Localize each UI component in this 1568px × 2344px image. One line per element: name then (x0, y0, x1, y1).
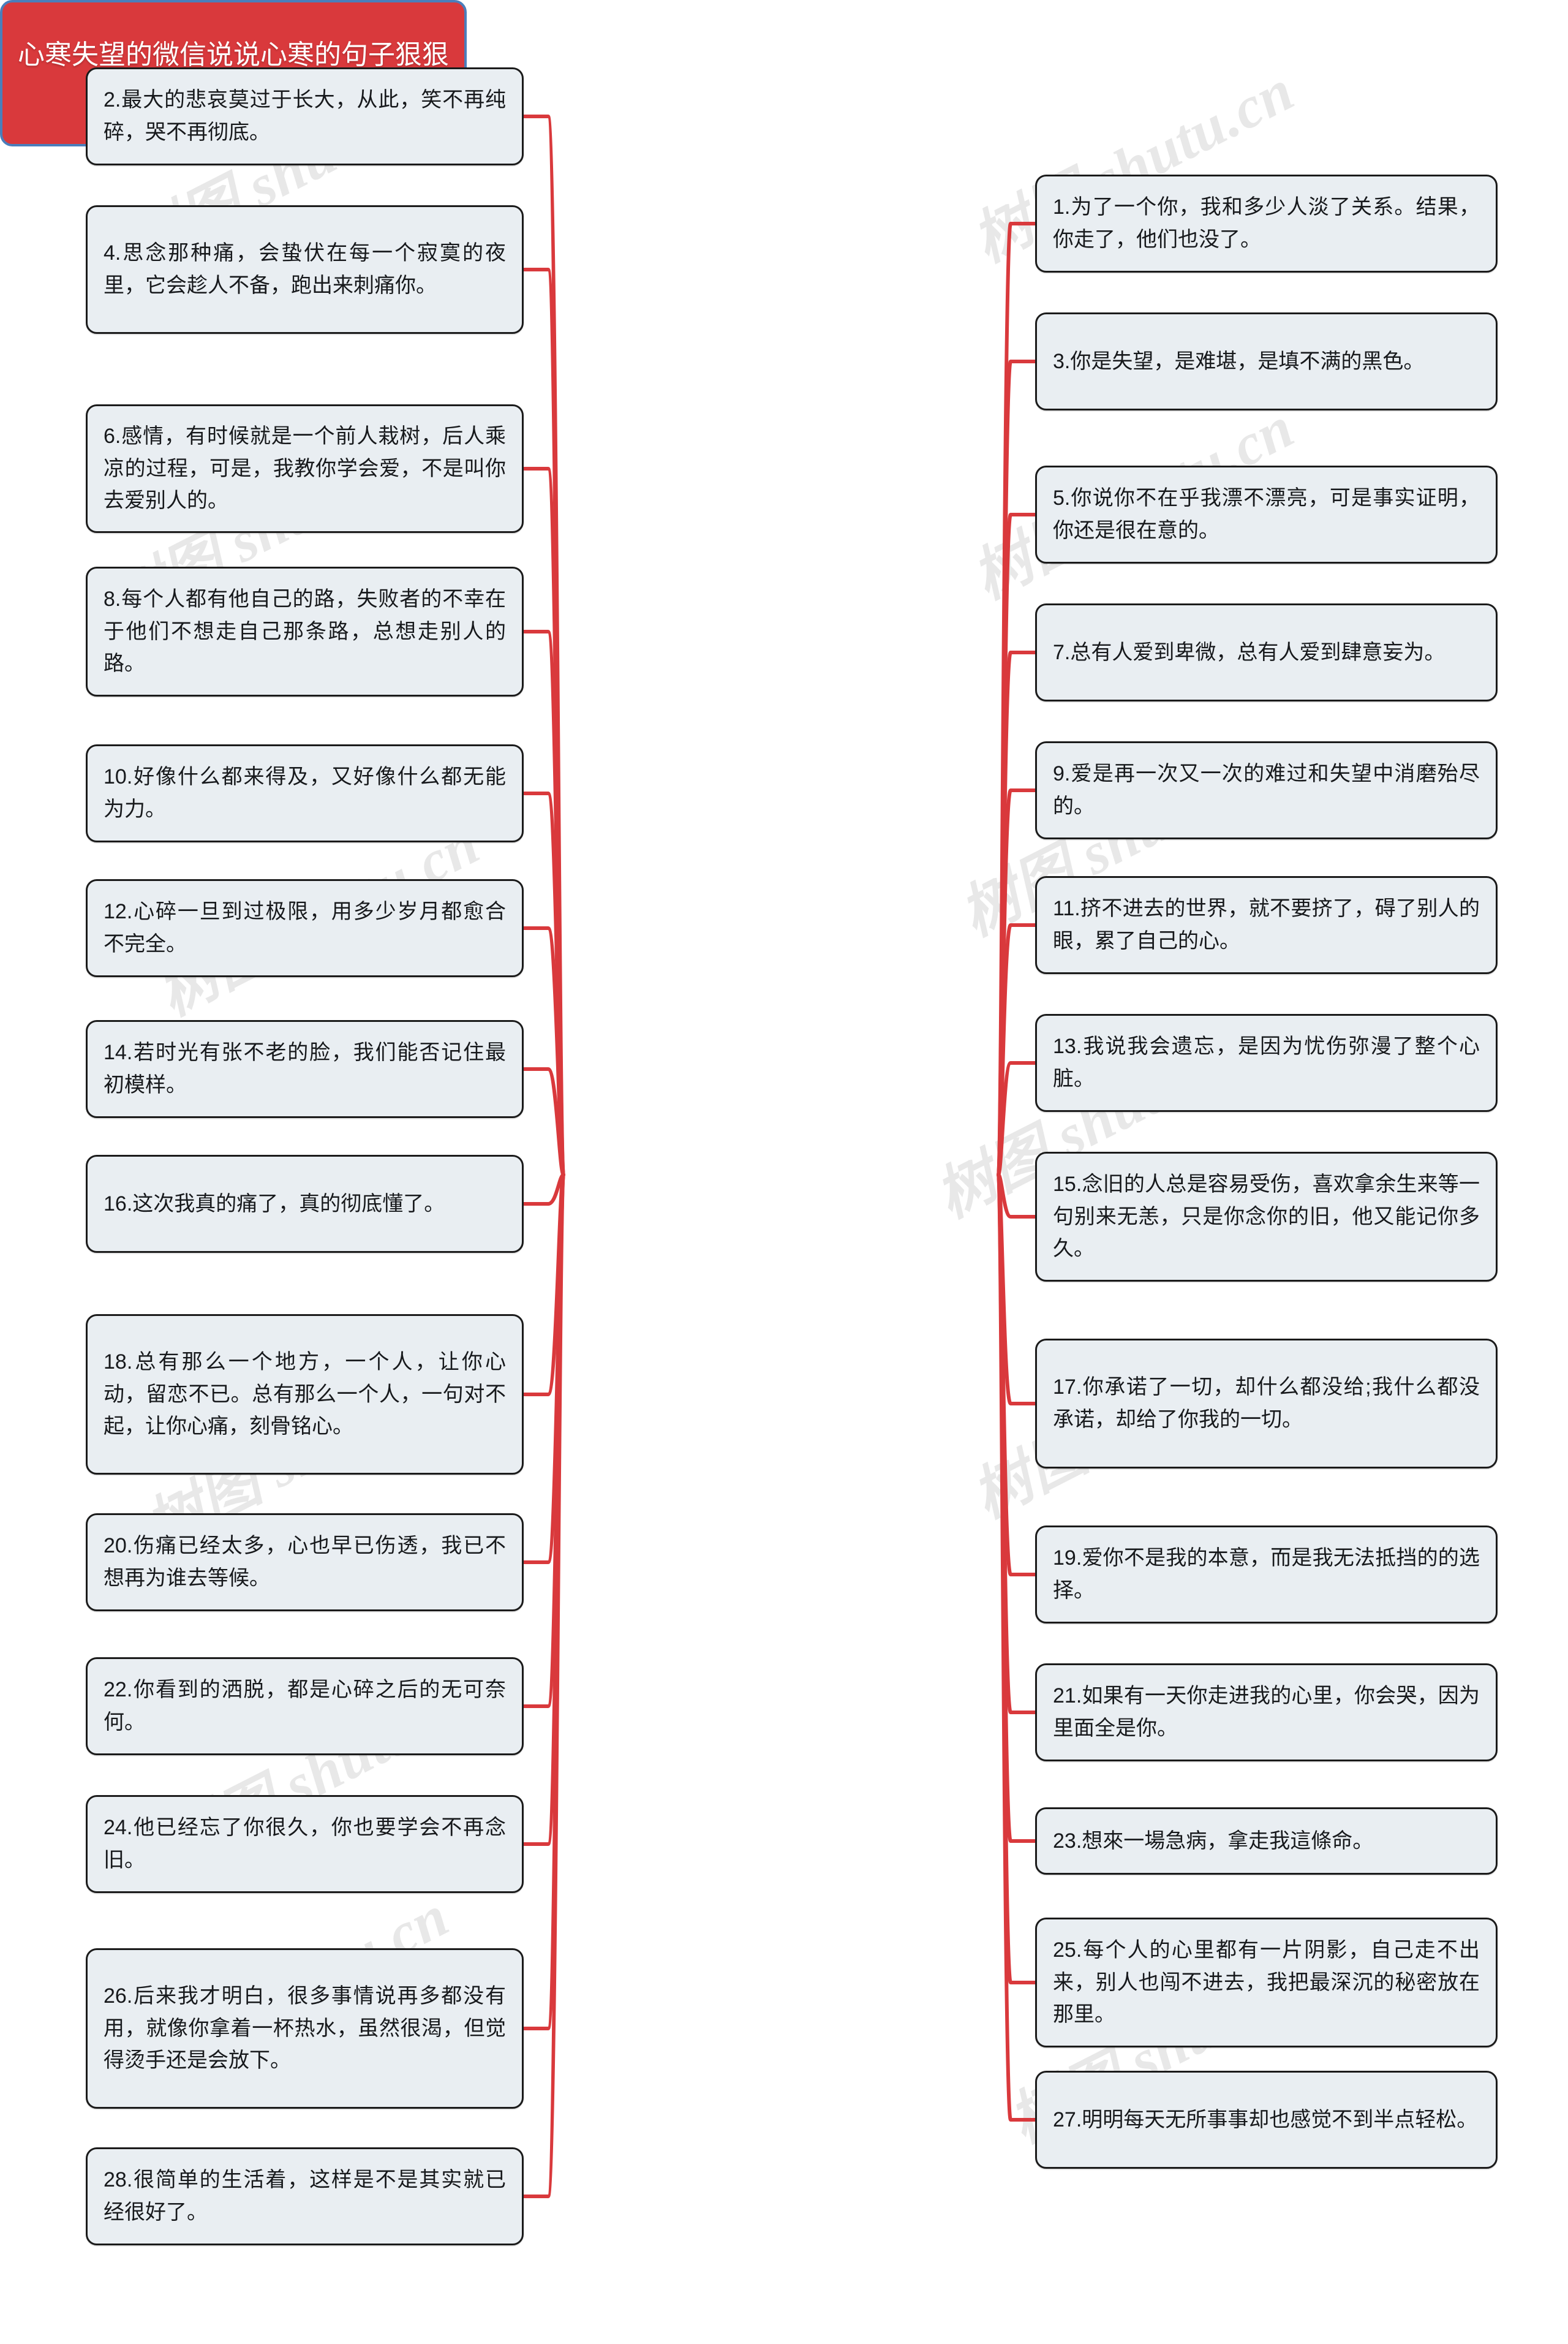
branch-node-left-8[interactable]: 16.这次我真的痛了，真的彻底懂了。 (86, 1155, 524, 1253)
connector-left-2 (522, 268, 565, 1177)
branch-node-label: 21.如果有一天你走进我的心里，你会哭，因为里面全是你。 (1053, 1684, 1480, 1740)
branch-node-left-3[interactable]: 6.感情，有时候就是一个前人栽树，后人乘凉的过程，可是，我教你学会爱，不是叫你去… (86, 404, 524, 533)
connector-left-7 (522, 1067, 565, 1177)
connector-left-5 (522, 792, 565, 1177)
branch-node-right-14[interactable]: 27.明明每天无所事事却也感觉不到半点轻松。 (1035, 2071, 1498, 2169)
branch-node-label: 4.思念那种痛，会蛰伏在每一个寂寞的夜里，它会趁人不备，跑出来刺痛你。 (104, 241, 506, 297)
branch-node-right-6[interactable]: 11.挤不进去的世界，就不要挤了，碍了别人的眼，累了自己的心。 (1035, 876, 1498, 974)
branch-node-label: 26.后来我才明白，很多事情说再多都没有用，就像你拿着一杯热水，虽然很渴，但觉得… (104, 1984, 506, 2073)
branch-node-label: 1.为了一个你，我和多少人淡了关系。结果，你走了，他们也没了。 (1053, 195, 1480, 251)
connector-left-14 (522, 1173, 565, 2198)
branch-node-left-7[interactable]: 14.若时光有张不老的脸，我们能否记住最初模样。 (86, 1020, 524, 1118)
branch-node-label: 7.总有人爱到卑微，总有人爱到肆意妄为。 (1053, 640, 1446, 664)
connector-right-5 (997, 788, 1037, 1177)
branch-node-right-4[interactable]: 7.总有人爱到卑微，总有人爱到肆意妄为。 (1035, 603, 1498, 701)
connector-right-8 (997, 1173, 1037, 1219)
branch-node-right-3[interactable]: 5.你说你不在乎我漂不漂亮，可是事实证明，你还是很在意的。 (1035, 466, 1498, 564)
connector-right-12 (997, 1173, 1037, 1843)
connector-right-11 (997, 1173, 1037, 1714)
branch-node-label: 27.明明每天无所事事却也感觉不到半点轻松。 (1053, 2108, 1478, 2131)
connector-right-9 (997, 1173, 1037, 1405)
branch-node-label: 12.心碎一旦到过极限，用多少岁月都愈合不完全。 (104, 900, 506, 956)
connector-right-14 (997, 1173, 1037, 2122)
connector-right-7 (997, 1061, 1037, 1177)
branch-node-left-9[interactable]: 18.总有那么一个地方，一个人，让你心动，留恋不已。总有那么一个人，一句对不起，… (86, 1314, 524, 1475)
branch-node-label: 9.爱是再一次又一次的难过和失望中消磨殆尽的。 (1053, 762, 1480, 818)
connector-right-10 (997, 1173, 1037, 1576)
branch-node-left-10[interactable]: 20.伤痛已经太多，心也早已伤透，我已不想再为谁去等候。 (86, 1513, 524, 1611)
branch-node-label: 2.最大的悲哀莫过于长大，从此，笑不再纯碎，哭不再彻底。 (104, 88, 506, 144)
branch-node-label: 19.爱你不是我的本意，而是我无法抵挡的的选择。 (1053, 1546, 1480, 1602)
branch-node-right-13[interactable]: 25.每个人的心里都有一片阴影，自己走不出来，别人也闯不进去，我把最深沉的秘密放… (1035, 1918, 1498, 2047)
branch-node-right-1[interactable]: 1.为了一个你，我和多少人淡了关系。结果，你走了，他们也没了。 (1035, 175, 1498, 273)
connector-left-11 (522, 1173, 565, 1708)
connector-left-13 (522, 1173, 565, 2030)
connector-left-8 (522, 1173, 565, 1206)
connector-right-4 (997, 651, 1037, 1177)
connector-left-9 (522, 1173, 565, 1396)
branch-node-left-1[interactable]: 2.最大的悲哀莫过于长大，从此，笑不再纯碎，哭不再彻底。 (86, 67, 524, 165)
branch-node-right-2[interactable]: 3.你是失望，是难堪，是填不满的黑色。 (1035, 312, 1498, 410)
nodes-layer: 心寒失望的微信说说心寒的句子狠狠刺入心脏 2.最大的悲哀莫过于长大，从此，笑不再… (0, 0, 1568, 2245)
branch-node-label: 16.这次我真的痛了，真的彻底懂了。 (104, 1192, 445, 1215)
branch-node-label: 24.他已经忘了你很久，你也要学会不再念旧。 (104, 1816, 506, 1872)
branch-node-left-14[interactable]: 28.很简单的生活着，这样是不是其实就已经很好了。 (86, 2147, 524, 2245)
connector-right-6 (997, 923, 1037, 1177)
branch-node-left-4[interactable]: 8.每个人都有他自己的路，失败者的不幸在于他们不想走自己那条路，总想走别人的路。 (86, 567, 524, 697)
branch-node-label: 25.每个人的心里都有一片阴影，自己走不出来，别人也闯不进去，我把最深沉的秘密放… (1053, 1938, 1480, 2027)
branch-node-right-9[interactable]: 17.你承诺了一切，却什么都没给;我什么都没承诺，却给了你我的一切。 (1035, 1339, 1498, 1469)
connector-left-12 (522, 1173, 565, 1846)
branch-node-label: 10.好像什么都来得及，又好像什么都无能为力。 (104, 765, 506, 821)
branch-node-left-12[interactable]: 24.他已经忘了你很久，你也要学会不再念旧。 (86, 1795, 524, 1893)
branch-node-left-5[interactable]: 10.好像什么都来得及，又好像什么都无能为力。 (86, 744, 524, 842)
connector-left-1 (522, 115, 565, 1177)
branch-node-label: 6.感情，有时候就是一个前人栽树，后人乘凉的过程，可是，我教你学会爱，不是叫你去… (104, 424, 506, 513)
branch-node-label: 8.每个人都有他自己的路，失败者的不幸在于他们不想走自己那条路，总想走别人的路。 (104, 587, 506, 676)
branch-node-right-12[interactable]: 23.想來一場急病，拿走我這條命。 (1035, 1807, 1498, 1875)
branch-node-label: 22.你看到的洒脱，都是心碎之后的无可奈何。 (104, 1678, 506, 1734)
branch-node-label: 18.总有那么一个地方，一个人，让你心动，留恋不已。总有那么一个人，一句对不起，… (104, 1350, 506, 1439)
branch-node-right-10[interactable]: 19.爱你不是我的本意，而是我无法抵挡的的选择。 (1035, 1525, 1498, 1624)
branch-node-right-5[interactable]: 9.爱是再一次又一次的难过和失望中消磨殆尽的。 (1035, 741, 1498, 839)
branch-node-left-6[interactable]: 12.心碎一旦到过极限，用多少岁月都愈合不完全。 (86, 879, 524, 977)
connector-right-1 (997, 222, 1037, 1177)
branch-node-label: 14.若时光有张不老的脸，我们能否记住最初模样。 (104, 1041, 506, 1097)
branch-node-label: 17.你承诺了一切，却什么都没给;我什么都没承诺，却给了你我的一切。 (1053, 1375, 1480, 1431)
connector-left-6 (522, 926, 565, 1177)
branch-node-label: 13.我说我会遗忘，是因为忧伤弥漫了整个心脏。 (1053, 1035, 1480, 1091)
branch-node-label: 15.念旧的人总是容易受伤，喜欢拿余生来等一句别来无恙，只是你念你的旧，他又能记… (1053, 1172, 1480, 1261)
branch-node-left-2[interactable]: 4.思念那种痛，会蛰伏在每一个寂寞的夜里，它会趁人不备，跑出来刺痛你。 (86, 205, 524, 334)
connector-right-13 (997, 1173, 1037, 1984)
connector-left-3 (522, 467, 565, 1177)
branch-node-right-7[interactable]: 13.我说我会遗忘，是因为忧伤弥漫了整个心脏。 (1035, 1014, 1498, 1112)
branch-node-label: 11.挤不进去的世界，就不要挤了，碍了别人的眼，累了自己的心。 (1053, 897, 1480, 953)
branch-node-left-13[interactable]: 26.后来我才明白，很多事情说再多都没有用，就像你拿着一杯热水，虽然很渴，但觉得… (86, 1948, 524, 2109)
branch-node-label: 5.你说你不在乎我漂不漂亮，可是事实证明，你还是很在意的。 (1053, 486, 1480, 542)
connector-right-2 (997, 360, 1037, 1177)
branch-node-label: 28.很简单的生活着，这样是不是其实就已经很好了。 (104, 2168, 506, 2224)
connector-right-3 (997, 513, 1037, 1177)
branch-node-right-8[interactable]: 15.念旧的人总是容易受伤，喜欢拿余生来等一句别来无恙，只是你念你的旧，他又能记… (1035, 1152, 1498, 1282)
branch-node-label: 20.伤痛已经太多，心也早已伤透，我已不想再为谁去等候。 (104, 1534, 506, 1590)
connector-left-10 (522, 1173, 565, 1564)
branch-node-label: 23.想來一場急病，拿走我這條命。 (1053, 1829, 1374, 1853)
branch-node-right-11[interactable]: 21.如果有一天你走进我的心里，你会哭，因为里面全是你。 (1035, 1663, 1498, 1761)
connector-left-4 (522, 630, 565, 1177)
branch-node-left-11[interactable]: 22.你看到的洒脱，都是心碎之后的无可奈何。 (86, 1657, 524, 1755)
branch-node-label: 3.你是失望，是难堪，是填不满的黑色。 (1053, 349, 1425, 373)
